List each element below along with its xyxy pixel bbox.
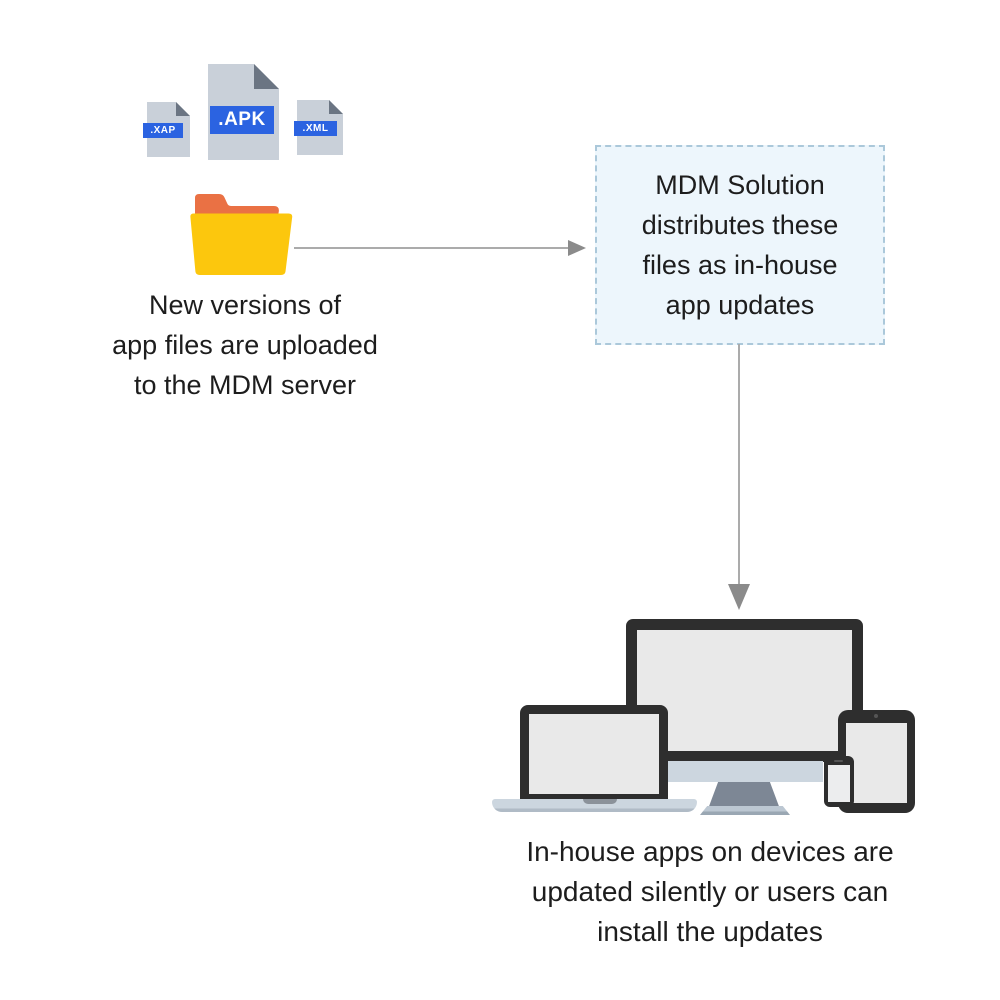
apk-file-icon: .APK [208,64,279,160]
upload-caption-line-1: New versions of [148,290,342,320]
upload-caption-line-2: app files are uploaded [112,330,378,360]
file-fold-corner-icon [176,102,190,116]
mdm-box-line-2: distributes these [641,210,839,240]
mdm-solution-box: MDM Solution distributes these files as … [595,145,885,345]
tablet-camera-dot [874,714,878,718]
xml-file-label: .XML [294,121,337,136]
devices-step-caption: In-house apps on devices are updated sil… [450,832,970,952]
mdm-box-line-1: MDM Solution [655,170,825,200]
file-fold-corner-icon [254,64,279,89]
xml-file-icon: .XML [294,100,343,155]
devices-illustration [480,605,940,820]
monitor-chin [666,761,823,782]
devices-caption-line-2: updated silently or users can [531,876,889,907]
xap-file-icon: .XAP [143,102,190,157]
arrow-right-icon [294,240,586,256]
devices-caption-line-1: In-house apps on devices are [526,836,894,867]
folder-icon [190,194,293,275]
smartphone-screen [828,765,850,802]
tablet-screen [846,723,907,803]
monitor-screen [637,630,852,751]
xap-file-label: .XAP [143,123,183,138]
apk-file-label: .APK [210,106,274,134]
mdm-box-line-3: files as in-house [642,250,838,280]
devices-caption-line-3: install the updates [597,916,823,947]
laptop-screen [529,714,659,794]
laptop-notch [583,799,617,804]
laptop-base [492,799,697,812]
upload-caption-line-3: to the MDM server [133,370,357,400]
monitor-base [700,806,790,815]
smartphone-speaker [834,760,843,762]
folder-front-panel [190,213,293,275]
monitor-stand [708,782,780,809]
arrow-down-icon [728,344,750,610]
upload-step-caption: New versions of app files are uploaded t… [55,285,435,405]
file-fold-corner-icon [329,100,343,114]
mdm-box-line-4: app updates [665,290,815,320]
